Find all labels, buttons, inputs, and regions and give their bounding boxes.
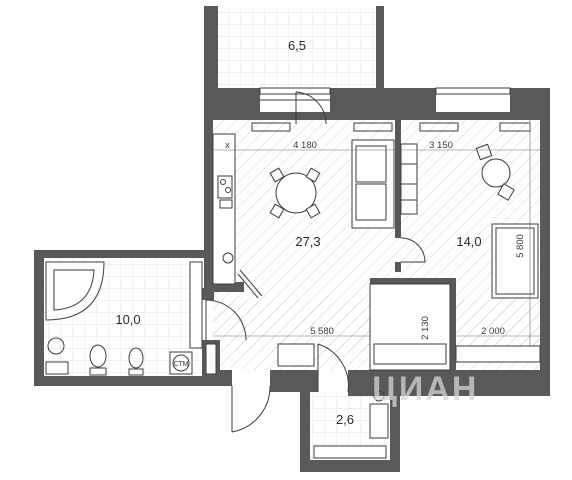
bed-width-label: 2 000 [481, 326, 505, 337]
living-area-label: 27,3 [295, 234, 320, 249]
bidet-icon [128, 347, 144, 369]
radiator-living-1 [251, 122, 291, 132]
balcony-wall-right [376, 6, 384, 98]
bathroom-wall-bottom [34, 376, 230, 386]
chair-4 [305, 203, 321, 219]
bedroom-table [481, 158, 511, 188]
bedroom-width-label: 3 150 [429, 140, 453, 151]
window-bedroom [435, 87, 511, 95]
hall-furniture [205, 283, 451, 375]
window-sill-bedroom [436, 112, 510, 120]
bathroom-area-label: 10,0 [115, 312, 140, 327]
hall-length-label: 5 580 [310, 326, 334, 337]
entry-wall-right [270, 370, 318, 392]
wardrobe-depth-label: 2 130 [420, 316, 431, 340]
top-wall-left [204, 88, 260, 120]
living-furniture: x [212, 133, 395, 299]
dining-table [275, 172, 317, 214]
wc-sink-icon [373, 390, 385, 402]
chair-2 [305, 167, 321, 183]
wardrobe-wall [370, 278, 454, 284]
partition-upper [395, 120, 401, 238]
wc-cabinet [369, 403, 389, 439]
balcony-wall-left [204, 6, 218, 98]
kitchen-counter [212, 133, 236, 285]
partition-lower [395, 262, 401, 272]
chair-1 [269, 167, 285, 183]
right-wall [540, 88, 550, 396]
balcony-door [295, 91, 327, 125]
wc-wall-bottom [300, 460, 400, 472]
bedroom-door [400, 237, 426, 263]
watermark-text: ЦИАН [372, 370, 478, 408]
shoe-cabinet [277, 343, 315, 367]
windows [251, 87, 531, 132]
wc-wall-left [300, 392, 310, 472]
top-wall-mid [330, 88, 436, 120]
window-living [259, 87, 331, 95]
kitchen-niche-wall [204, 282, 244, 292]
wc-wall-right [390, 392, 400, 472]
living-width-label: 4 180 [293, 140, 317, 151]
wardrobe-bedroom [455, 345, 541, 363]
radiator-living-2 [353, 122, 393, 132]
bedroom-shelf [400, 143, 418, 215]
doors [205, 91, 426, 433]
walls [34, 6, 550, 472]
toilet-icon [89, 344, 107, 368]
kitchen-x-mark: x [225, 140, 230, 151]
bedroom-depth-label: 5 800 [515, 234, 526, 258]
corner-bathtub [45, 261, 105, 321]
bedroom-furniture [400, 143, 541, 363]
dimension-lines [213, 120, 540, 346]
window-sill-balcony [260, 112, 330, 120]
hall-bed [369, 283, 451, 371]
sink-icon [222, 252, 234, 264]
washer-label: СТМ [174, 361, 189, 368]
wc-shelf [313, 445, 387, 459]
bathroom-fixtures: СТМ [45, 261, 203, 376]
radiator-bedroom [419, 122, 459, 132]
bedroom-chair-2 [497, 183, 515, 201]
wc-fixtures [313, 390, 389, 459]
balcony-floor [218, 8, 376, 88]
bathroom-wall-left [34, 250, 44, 386]
hall-cabinet [205, 343, 217, 375]
bathroom-wall-top [34, 250, 214, 258]
wc-door [317, 343, 349, 393]
bathroom-door [205, 299, 247, 341]
entry-wall-left [220, 370, 232, 386]
living-wall-left [204, 120, 213, 292]
bed [491, 223, 539, 299]
wc-area-label: 2,6 [336, 412, 354, 427]
wardrobe-wall-right [450, 278, 456, 370]
balcony-area-label: 6,5 [288, 38, 306, 53]
entry-door [231, 385, 271, 433]
washbasin-icon [47, 337, 65, 355]
bedroom-area-label: 14,0 [456, 234, 481, 249]
bathroom-cabinet [189, 261, 203, 349]
stove-icon [217, 175, 233, 199]
chair-3 [269, 203, 285, 219]
